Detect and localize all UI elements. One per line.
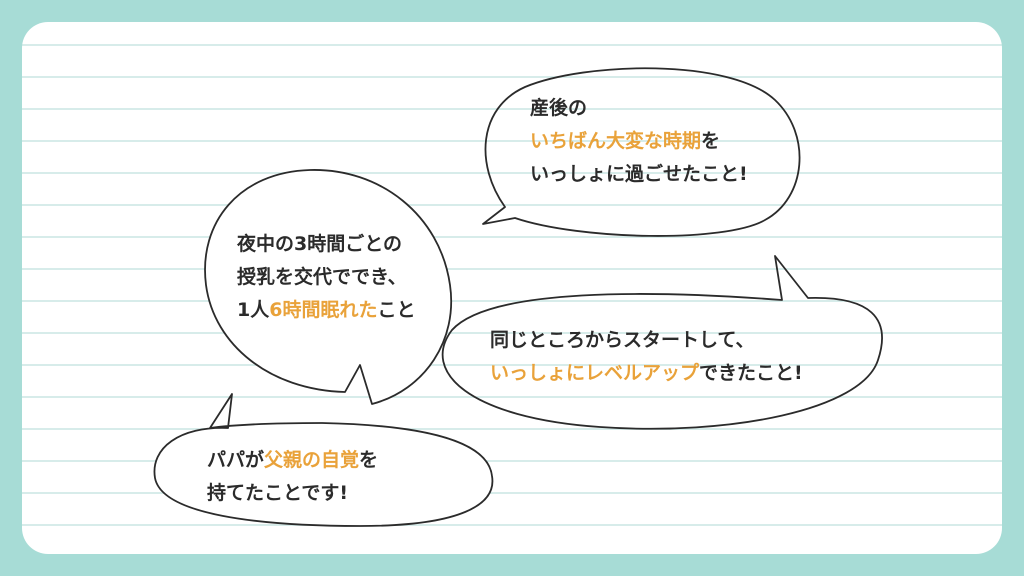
bubble-text-bottom: パパが父親の自覚を 持てたことです! <box>207 444 378 510</box>
bubble-line: 同じところからスタートして、 <box>490 329 755 351</box>
bubble-line: いっしょにレベルアップできたこと! <box>490 357 803 390</box>
bubble-text-top-right: 産後の いちばん大変な時期を いっしょに過ごせたこと! <box>530 92 748 191</box>
bubble-line: 夜中の3時間ごとの <box>237 233 403 255</box>
bubble-line: 持てたことです! <box>207 482 349 504</box>
bubble-line: 1人6時間眠れたこと <box>237 294 415 327</box>
bubble-line: いちばん大変な時期を <box>530 125 748 158</box>
bubble-text-right: 同じところからスタートして、 いっしょにレベルアップできたこと! <box>490 324 803 390</box>
highlight-text: いっしょにレベルアップ <box>490 362 700 384</box>
bubble-line: いっしょに過ごせたこと! <box>530 163 748 185</box>
bubble-text-fragment: できたこと! <box>699 362 803 384</box>
bubble-line: パパが父親の自覚を <box>207 444 378 477</box>
speech-bubble-right <box>441 255 883 430</box>
bubble-line: 授乳を交代ででき、 <box>237 266 407 288</box>
bubble-text-fragment: を <box>701 130 721 152</box>
speech-bubble-left <box>204 169 452 405</box>
bubble-line: 産後の <box>530 97 588 119</box>
speech-bubble-top-right <box>482 67 801 237</box>
speech-bubble-bottom <box>153 393 494 527</box>
highlight-text: いちばん大変な時期 <box>530 130 702 152</box>
highlight-text: 父親の自覚 <box>264 449 360 471</box>
bubble-text-left: 夜中の3時間ごとの 授乳を交代ででき、 1人6時間眠れたこと <box>237 228 415 327</box>
bubble-text-fragment: 1人 <box>237 299 270 321</box>
highlight-text: 6時間眠れた <box>269 299 378 321</box>
bubble-text-fragment: パパが <box>207 449 265 471</box>
bubble-text-fragment: を <box>359 449 379 471</box>
bubble-text-fragment: こと <box>377 299 416 321</box>
